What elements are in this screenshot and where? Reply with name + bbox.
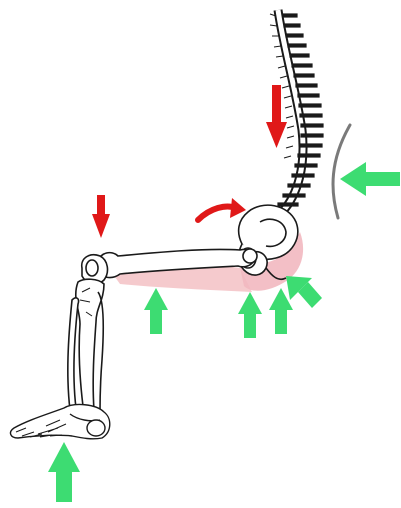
sacral-support-arrow	[286, 276, 322, 308]
knee-load-arrow	[92, 195, 110, 238]
backrest-support-arrow	[340, 162, 400, 196]
foot-support-arrow	[48, 442, 80, 502]
ischial-support-left-arrow	[238, 292, 262, 338]
spine-load-arrow	[266, 85, 287, 148]
thigh-support-arrow	[144, 288, 168, 334]
foot	[11, 405, 110, 439]
lower-leg	[68, 279, 104, 414]
backrest	[333, 125, 350, 218]
pelvis-rotation-arrow	[198, 198, 246, 220]
